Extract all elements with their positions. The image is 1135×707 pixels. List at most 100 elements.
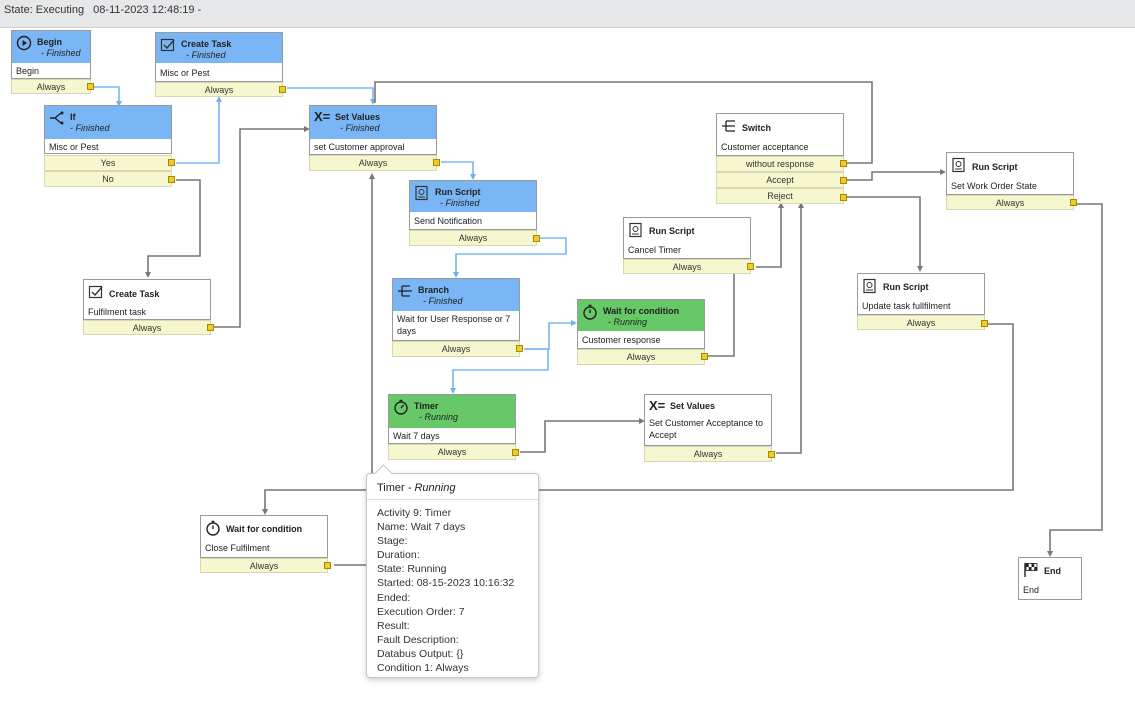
- outcome-row: Always: [155, 82, 283, 97]
- wire-createtask-setvalues: [287, 87, 376, 105]
- node-title: Run Script: [435, 187, 481, 197]
- node-create-task-fulfilment[interactable]: Create Task Fulfilment task Always: [83, 279, 214, 335]
- wire-wait-canceltimer: [708, 262, 735, 357]
- node-title: Run Script: [883, 282, 929, 292]
- node-begin[interactable]: Begin - Finished Begin Always: [11, 30, 94, 94]
- output-port[interactable]: [768, 451, 775, 458]
- wire-switch-loop: [374, 81, 873, 164]
- wire-branch-timer: [450, 348, 549, 394]
- node-end[interactable]: End End: [1018, 557, 1082, 600]
- node-title: Create Task: [109, 289, 160, 299]
- wire-runscript-branch: [453, 237, 567, 278]
- output-port[interactable]: [1070, 199, 1077, 206]
- node-title: Run Script: [972, 162, 1018, 172]
- task-check-icon: [88, 285, 103, 299]
- output-port-no[interactable]: [168, 176, 175, 183]
- wire-branch-wait: [524, 320, 577, 350]
- tooltip-title-state: - Running: [407, 482, 456, 494]
- node-run-script-cancel-timer[interactable]: Run Script Cancel Timer Always: [623, 217, 754, 274]
- node-if[interactable]: If - Finished Misc or Pest Yes No: [44, 105, 175, 187]
- node-description: set Customer approval: [314, 142, 405, 152]
- wire-accept-workorder: [846, 169, 946, 181]
- wire-if-no-createtask2: [145, 179, 201, 278]
- wire-if-yes-createtask: [176, 96, 222, 164]
- output-port-accept[interactable]: [840, 177, 847, 184]
- node-wait-close-fulfilment[interactable]: Wait for condition Close Fulfilment Alwa…: [200, 515, 331, 573]
- tooltip-divider: [367, 499, 538, 500]
- outcome-row-reject: Reject: [716, 188, 844, 204]
- node-state: - Finished: [440, 198, 480, 208]
- state-timestamp: 08-11-2023 12:48:19 -: [93, 4, 202, 16]
- output-port[interactable]: [324, 562, 331, 569]
- tooltip-line: Execution Order: 7: [377, 605, 465, 618]
- node-run-script-work-order[interactable]: Run Script Set Work Order State Always: [946, 152, 1077, 210]
- tooltip-line: State: Running: [377, 563, 447, 576]
- outcome-row-no: No: [44, 171, 172, 187]
- outcome-row: Always: [857, 315, 985, 330]
- output-port[interactable]: [433, 159, 440, 166]
- output-port[interactable]: [87, 83, 94, 90]
- output-port-reject[interactable]: [840, 194, 847, 201]
- node-description: Wait for User Response or 7 days: [397, 314, 511, 336]
- output-port[interactable]: [981, 320, 988, 327]
- wire-workorder-end: [1047, 203, 1103, 557]
- wire-reject-update: [846, 196, 923, 272]
- output-port[interactable]: [701, 353, 708, 360]
- node-state: - Finished: [70, 123, 110, 133]
- output-port[interactable]: [516, 345, 523, 352]
- node-branch[interactable]: Branch - Finished Wait for User Response…: [392, 278, 523, 357]
- node-description: Fulfilment task: [88, 307, 147, 317]
- output-port[interactable]: [533, 235, 540, 242]
- wire-update-waitcond2: [262, 323, 1014, 515]
- tooltip-line: Fault Description:: [377, 633, 459, 646]
- stopwatch-icon: [206, 520, 220, 536]
- outcome-row: Always: [309, 155, 437, 171]
- outcome-row: Always: [623, 259, 751, 274]
- output-port[interactable]: [747, 263, 754, 270]
- outcome-row: Always: [644, 446, 772, 462]
- node-timer[interactable]: Timer - Running Wait 7 days Always: [388, 394, 519, 460]
- node-title: Set Values: [335, 112, 381, 122]
- wire-setvalues2-switch: [776, 202, 804, 454]
- output-port-yes[interactable]: [168, 159, 175, 166]
- node-description: Close Fulfilment: [205, 543, 270, 553]
- outcome-row-yes: Yes: [44, 155, 172, 171]
- output-port[interactable]: [279, 86, 286, 93]
- script-icon: [952, 157, 965, 173]
- play-icon: [16, 35, 32, 51]
- tooltip-line: Stage:: [377, 535, 408, 548]
- script-icon: [629, 222, 642, 238]
- state-label: State: Executing: [4, 4, 85, 16]
- script-icon: [863, 278, 876, 294]
- node-switch[interactable]: Switch Customer acceptance without respo…: [716, 113, 847, 204]
- node-run-script-notification[interactable]: Run Script - Finished Send Notification …: [409, 180, 540, 246]
- node-description: Customer response: [582, 335, 661, 345]
- tooltip-title: Timer - Running: [377, 482, 455, 494]
- output-port-without-response[interactable]: [840, 160, 847, 167]
- wire-canceltimer-switch: [756, 202, 784, 268]
- outcome-row: Always: [83, 320, 211, 335]
- status-bar: State: Executing 08-11-2023 12:48:19 -: [0, 0, 1135, 28]
- node-create-task-misc[interactable]: Create Task - Finished Misc or Pest Alwa…: [155, 32, 286, 97]
- node-description: Cancel Timer: [628, 245, 682, 255]
- wire-createtask2-setvalues: [214, 126, 310, 328]
- node-set-values-accept[interactable]: X= Set Values Set Customer Acceptance to…: [644, 394, 775, 462]
- node-run-script-update-task[interactable]: Run Script Update task fullfilment Alway…: [857, 273, 988, 330]
- node-state: - Running: [419, 412, 459, 422]
- node-state: - Finished: [340, 123, 380, 133]
- outcome-row-accept: Accept: [716, 172, 844, 188]
- outcome-row: Always: [946, 195, 1074, 210]
- node-wait-customer-response[interactable]: Wait for condition - Running Customer re…: [577, 299, 708, 365]
- node-title: Wait for condition: [603, 306, 680, 316]
- node-set-values-approval[interactable]: X= Set Values - Finished set Customer ap…: [309, 105, 440, 171]
- outcome-row: Always: [409, 230, 537, 246]
- node-description: Customer acceptance: [721, 142, 809, 152]
- output-port[interactable]: [207, 324, 214, 331]
- set-values-icon: X=: [649, 398, 666, 413]
- set-values-icon: X=: [314, 109, 331, 124]
- node-state: - Finished: [41, 48, 81, 58]
- output-port[interactable]: [512, 449, 519, 456]
- tooltip-title-name: Timer: [377, 482, 405, 494]
- outcome-row: Always: [200, 558, 328, 573]
- node-title: Switch: [742, 123, 772, 133]
